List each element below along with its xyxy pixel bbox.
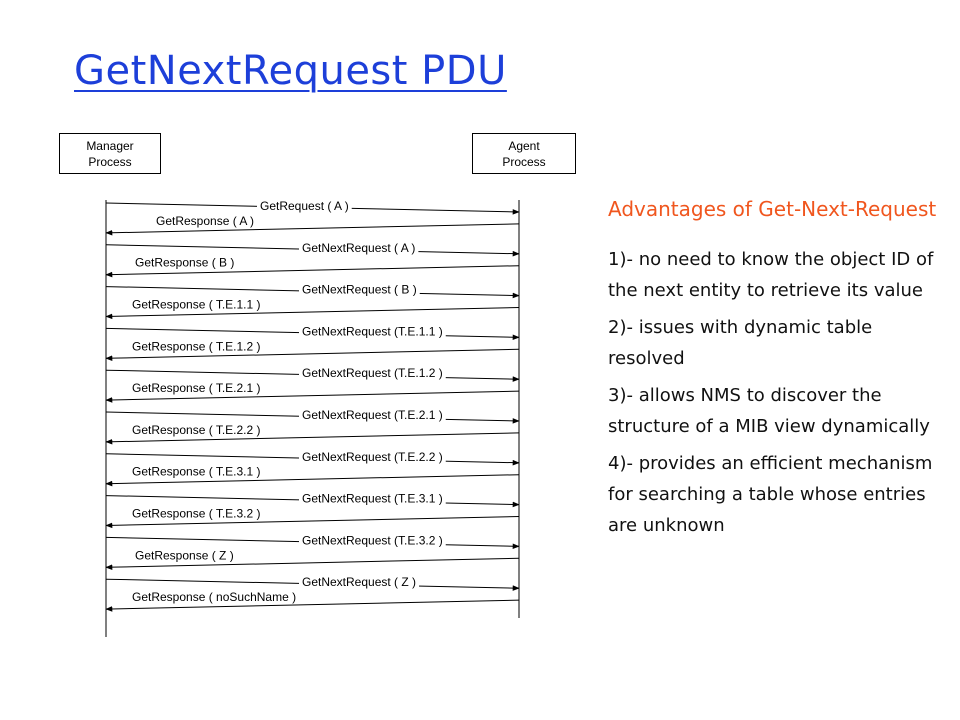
message-arrow (105, 599, 520, 612)
message-label: GetResponse ( T.E.1.2 ) (132, 339, 261, 353)
message-label-bg (129, 339, 264, 354)
message-label: GetNextRequest (T.E.2.2 ) (302, 450, 443, 464)
message-label-bg (257, 199, 352, 213)
message-label-bg (299, 324, 446, 339)
message-label-bg (299, 449, 446, 464)
advantages-panel: Advantages of Get-Next-Request 1)- no ne… (608, 196, 948, 547)
advantages-heading: Advantages of Get-Next-Request (608, 197, 937, 221)
manager-label-line1: Manager (86, 138, 134, 153)
message-arrow (105, 474, 520, 487)
message-label: GetNextRequest (T.E.1.1 ) (302, 324, 443, 338)
message-label-bg (132, 548, 237, 563)
manager-label-line2: Process (88, 154, 132, 169)
agent-label-line2: Process (502, 154, 546, 169)
message-arrow (105, 432, 520, 445)
message-arrow (105, 348, 520, 361)
message-label: GetNextRequest ( A ) (302, 241, 415, 255)
agent-label-line1: Agent (508, 138, 540, 153)
message-label: GetRequest ( A ) (260, 199, 349, 213)
message-label-bg (129, 464, 264, 479)
message-label: GetResponse ( Z ) (135, 548, 234, 562)
message-label-bg (299, 282, 420, 297)
message-label-bg (299, 408, 446, 422)
message-label-bg (129, 590, 300, 605)
message-label: GetNextRequest (T.E.3.2 ) (302, 533, 443, 547)
message-label-bg (129, 297, 264, 312)
message-label: GetNextRequest (T.E.2.1 ) (302, 408, 443, 422)
advantage-point-4: 4)- provides an efficient mechanism for … (608, 453, 933, 536)
message-label: GetNextRequest (T.E.1.2 ) (302, 366, 443, 380)
advantage-point-3: 3)- allows NMS to discover the structure… (608, 385, 930, 437)
message-arrow (105, 223, 520, 236)
message-label: GetNextRequest (T.E.3.1 ) (302, 492, 443, 506)
message-arrow (105, 516, 520, 529)
message-label: GetResponse ( T.E.3.2 ) (132, 507, 261, 521)
page-title: GetNextRequest PDU (74, 48, 507, 94)
message-label-bg (299, 533, 446, 548)
message-arrow (105, 265, 520, 278)
message-label-bg (132, 255, 238, 270)
message-label: GetResponse ( A ) (156, 214, 254, 228)
message-label-bg (299, 491, 446, 506)
manager-process-box: Manager Process (59, 133, 161, 174)
message-label: GetResponse ( T.E.1.1 ) (132, 298, 261, 312)
message-label-bg (129, 422, 264, 437)
message-label-bg (299, 575, 420, 590)
message-label: GetResponse ( B ) (135, 256, 234, 270)
advantage-point-2: 2)- issues with dynamic table resolved (608, 317, 873, 369)
message-label-bg (153, 213, 258, 228)
message-arrow (105, 390, 520, 403)
message-label-bg (299, 240, 419, 255)
message-arrow (105, 307, 520, 320)
message-label-bg (129, 506, 264, 521)
message-label: GetNextRequest ( B ) (302, 283, 417, 297)
advantage-point-1: 1)- no need to know the object ID of the… (608, 249, 934, 301)
message-label-bg (299, 366, 446, 381)
message-label: GetNextRequest ( Z ) (302, 575, 416, 589)
message-label-bg (129, 381, 264, 396)
message-label: GetResponse ( noSuchName ) (132, 590, 296, 604)
agent-process-box: Agent Process (472, 133, 576, 174)
message-label: GetResponse ( T.E.2.2 ) (132, 423, 261, 437)
message-label: GetResponse ( T.E.2.1 ) (132, 381, 261, 395)
message-label: GetResponse ( T.E.3.1 ) (132, 465, 261, 479)
message-arrow (105, 557, 520, 570)
